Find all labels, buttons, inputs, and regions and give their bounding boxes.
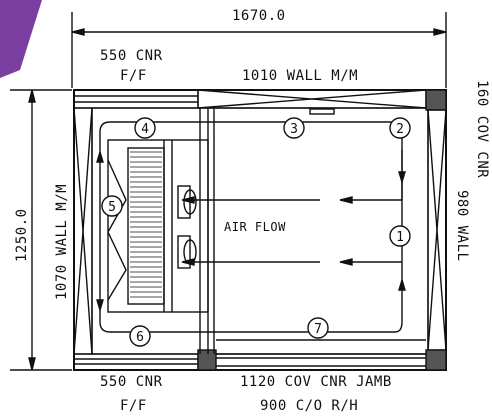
top-left-ff-label: F/F — [120, 68, 147, 84]
top-left-cnr-label: 550 CNR — [100, 48, 163, 64]
marker-7-label: 7 — [314, 322, 322, 337]
air-flow-label: AIR FLOW — [224, 220, 286, 234]
marker-2 — [389, 117, 411, 139]
left-wall-label: 1070 WALL M/M — [54, 183, 70, 300]
marker-6-label: 6 — [136, 330, 144, 345]
marker-3 — [283, 117, 305, 139]
marker-7 — [307, 317, 329, 339]
top-wall-label: 1010 WALL M/M — [242, 68, 359, 84]
bottom-left-ff-label: F/F — [120, 398, 147, 414]
right-wall-label: 980 WALL — [454, 190, 470, 262]
bottom-co-label: 900 C/O R/H — [260, 398, 359, 414]
marker-4 — [134, 117, 156, 139]
marker-4-label: 4 — [141, 122, 149, 137]
marker-1-label: 1 — [396, 230, 404, 245]
marker-3-label: 3 — [290, 122, 298, 137]
marker-6 — [129, 325, 151, 347]
right-cnr-label: 160 COV CNR — [474, 80, 490, 179]
marker-2-label: 2 — [396, 122, 404, 137]
bottom-left-cnr-label: 550 CNR — [100, 374, 163, 390]
bottom-jamb-label: 1120 COV CNR JAMB — [240, 374, 392, 390]
marker-5 — [101, 195, 123, 217]
corner-badge — [0, 0, 42, 78]
overall-height-label: 1250.0 — [14, 208, 30, 262]
marker-1 — [389, 225, 411, 247]
marker-5-label: 5 — [108, 200, 116, 215]
overall-width-label: 1670.0 — [232, 8, 286, 24]
